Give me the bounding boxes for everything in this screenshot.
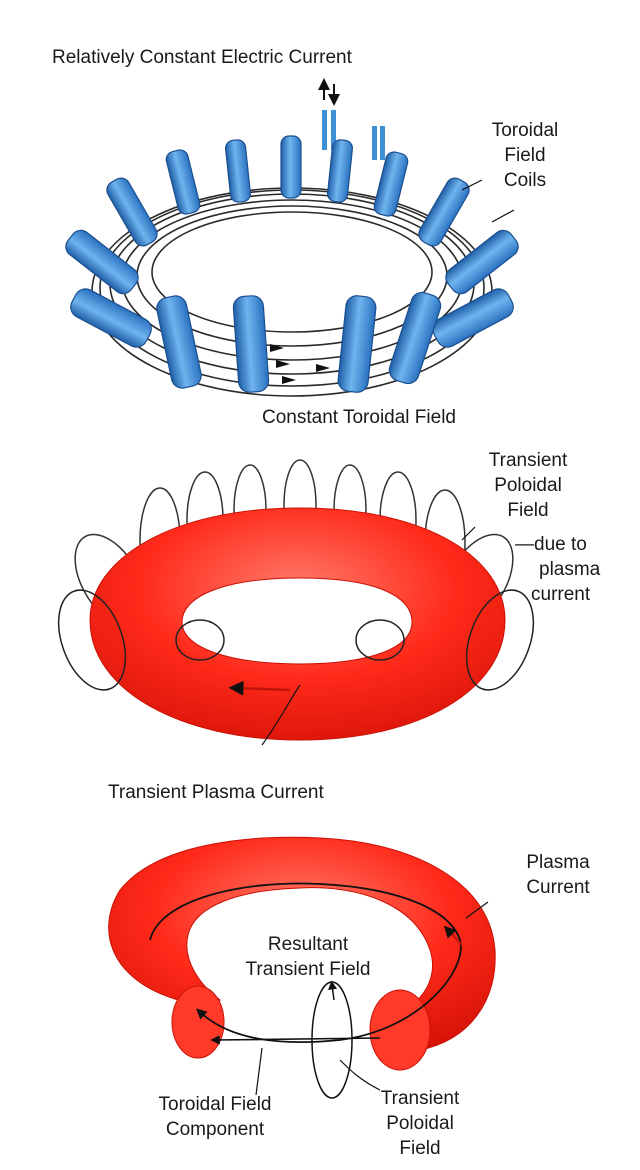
current-leads (318, 78, 385, 160)
toroidal-component-label-line2: Component (165, 1119, 265, 1140)
plasma-current-label-line1: Plasma (526, 852, 590, 873)
resultant-helix (149, 882, 462, 1044)
poloidal-field-label-line3: Field (507, 500, 549, 521)
coils-label: Toroidal Field Coils (470, 118, 580, 193)
transient-poloidal-label: Transient Poloidal Field (360, 1086, 480, 1161)
poloidal-field-label-line2: Poloidal (494, 475, 562, 496)
cut-face-right (369, 989, 431, 1071)
poloidal-field-loops-front (57, 589, 535, 691)
transient-poloidal-label-line3: Field (399, 1138, 441, 1159)
panel1-coil-torus (65, 78, 519, 397)
toroidal-field-coils (65, 135, 519, 393)
transient-poloidal-label-line1: Transient (380, 1088, 460, 1109)
resultant-field-label: Resultant Transient Field (218, 932, 398, 982)
poloidal-note-line2: plasma (539, 559, 601, 580)
toroidal-component-label: Toroidal Field Component (130, 1092, 300, 1142)
cut-face-left (171, 985, 225, 1059)
constant-field-label: Constant Toroidal Field (262, 407, 456, 428)
panel3-cut-torus (108, 836, 496, 1099)
plasma-current-label-line2: Current (526, 877, 590, 898)
poloidal-field-label: Transient Poloidal Field (468, 448, 588, 523)
plasma-current-arrow (228, 680, 291, 696)
toroidal-component-label-line1: Toroidal Field (158, 1094, 272, 1115)
resultant-field-label-line1: Resultant (267, 934, 349, 955)
field-direction-arrows (270, 344, 330, 384)
poloidal-field-label-line1: Transient (488, 450, 568, 471)
current-label: Relatively Constant Electric Current (52, 47, 352, 68)
transient-poloidal-label-line2: Poloidal (386, 1113, 454, 1134)
coils-label-line1: Toroidal (491, 120, 559, 141)
resultant-field-label-line2: Transient Field (245, 959, 371, 980)
plasma-current-label: Plasma Current (508, 850, 608, 900)
panel2-plasma-torus (57, 459, 535, 746)
poloidal-note: —due to plasma current (515, 532, 635, 607)
toroidal-component-line (210, 1035, 381, 1045)
poloidal-note-line1: —due to (515, 534, 587, 555)
coils-label-line2: Field (504, 145, 546, 166)
poloidal-note-line3: current (531, 584, 591, 605)
coils-label-line3: Coils (503, 170, 547, 191)
plasma-torus-body (89, 507, 506, 741)
transient-plasma-current-label: Transient Plasma Current (108, 782, 324, 803)
